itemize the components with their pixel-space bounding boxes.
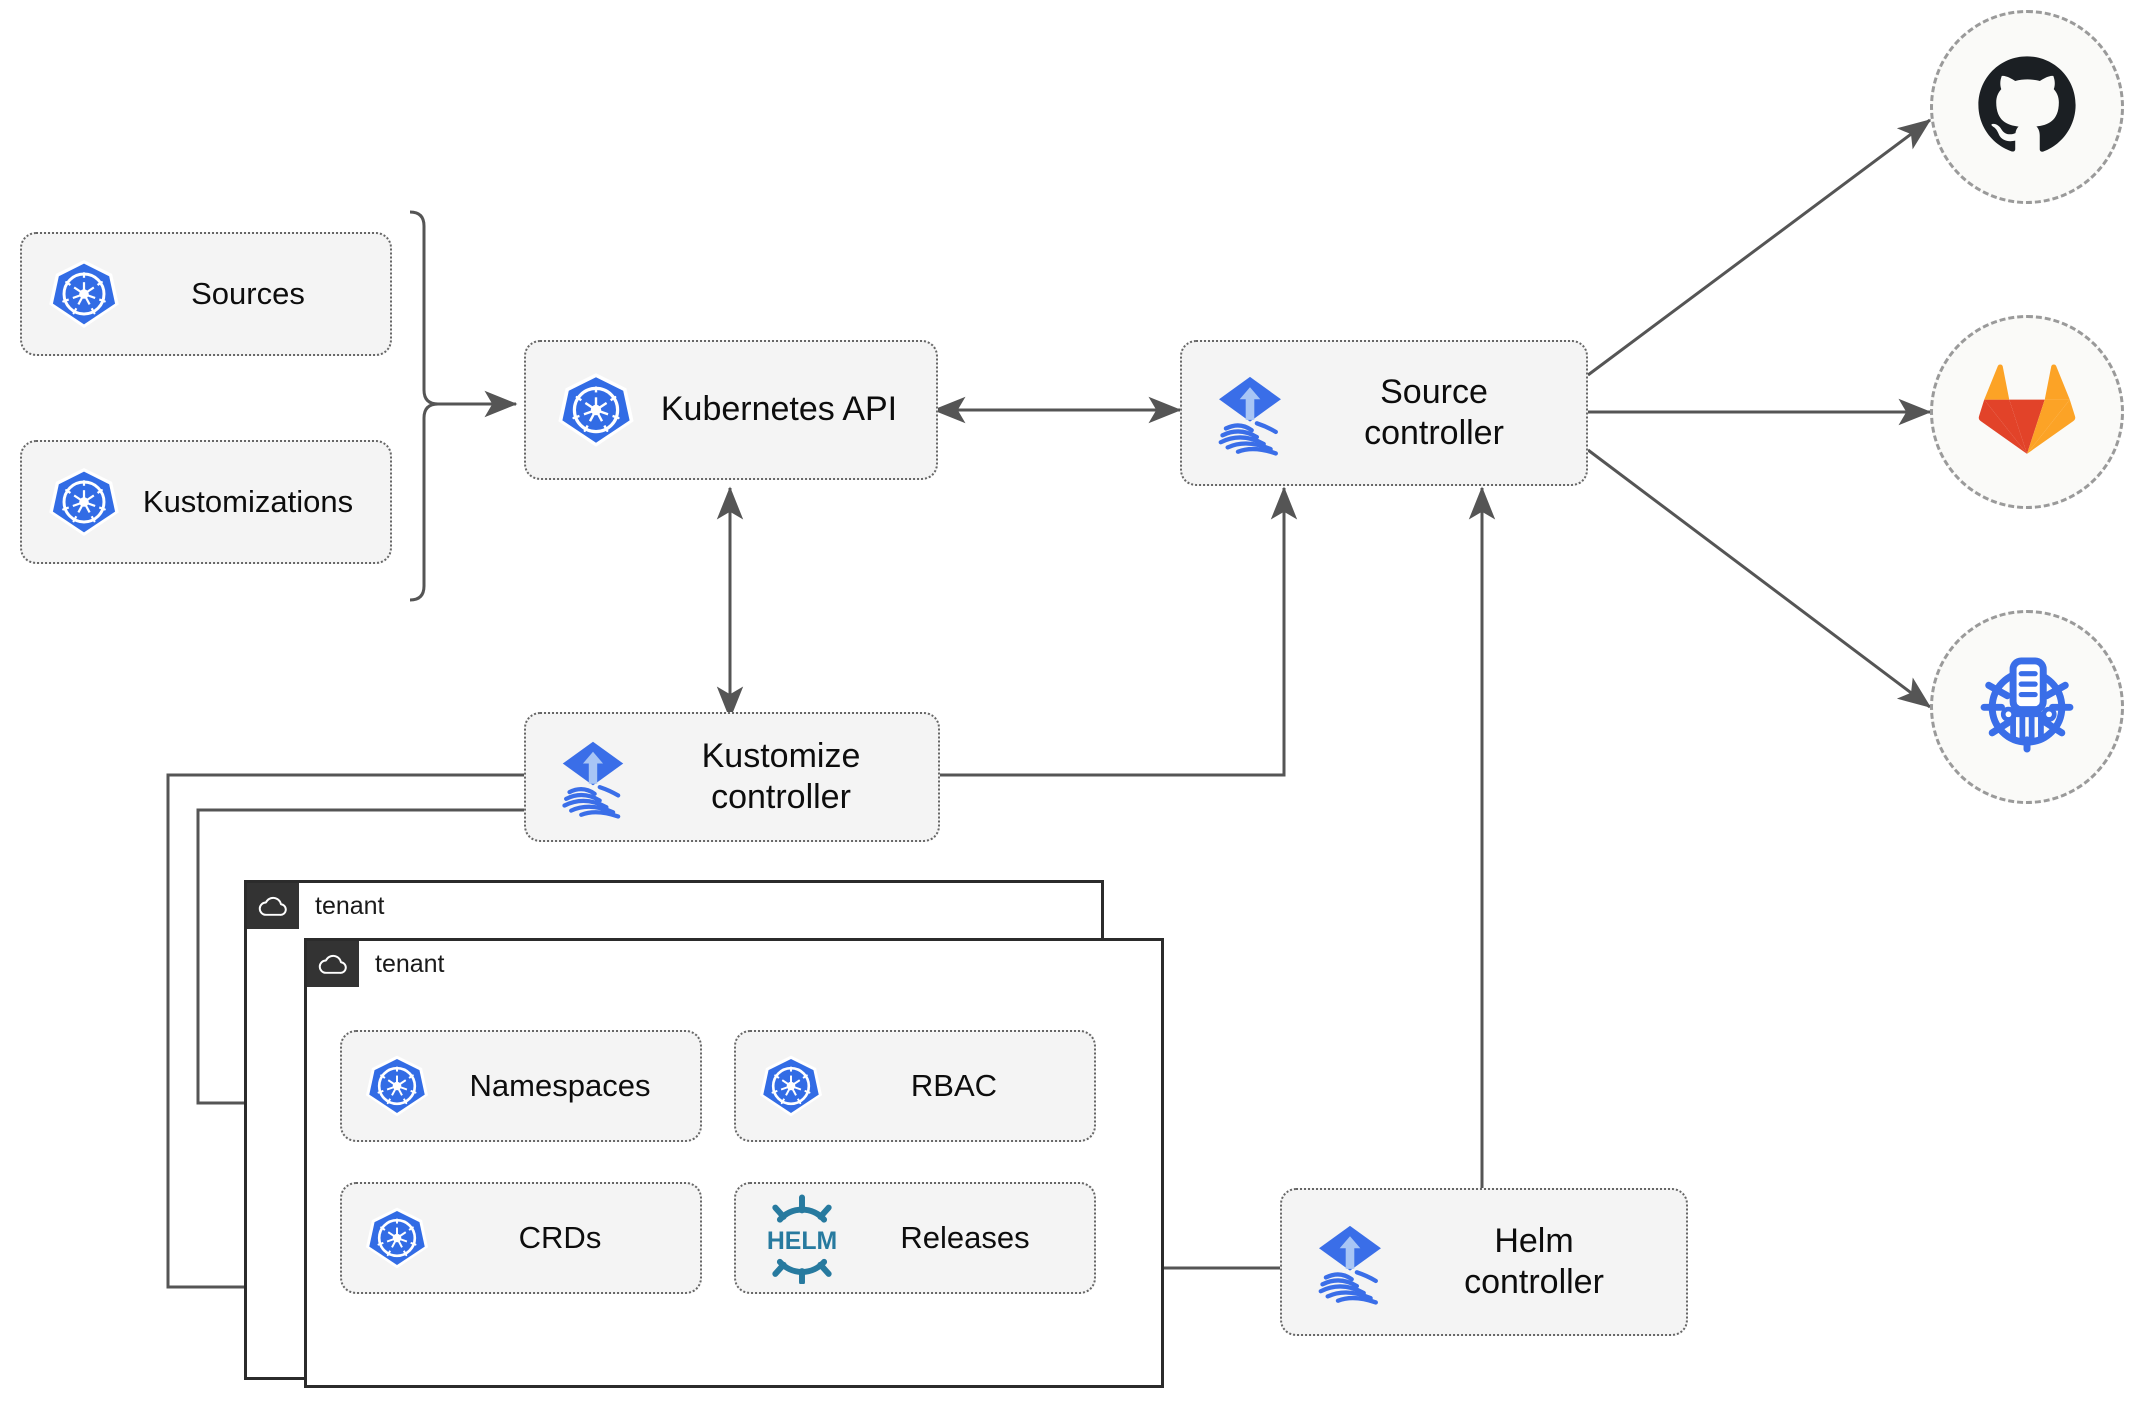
tenant-title-bar: tenant (307, 941, 445, 987)
node-kubernetes-api[interactable]: Kubernetes API (524, 340, 938, 480)
resource-card-sources[interactable]: Sources (20, 232, 392, 356)
svg-text:HELM: HELM (767, 1228, 837, 1255)
github-icon (1973, 51, 2081, 164)
flux-icon (544, 735, 642, 819)
helm-repository-icon (1969, 647, 2085, 768)
tenant-label: tenant (375, 949, 445, 978)
kubernetes-icon (42, 257, 126, 331)
node-kustomize-controller[interactable]: Kustomize controller (524, 712, 940, 842)
node-source-controller[interactable]: Source controller (1180, 340, 1588, 486)
gitlab-icon (1973, 362, 2081, 463)
tenant-resource-label: Releases (900, 1220, 1030, 1256)
kubernetes-icon (358, 1053, 436, 1119)
flux-icon (1200, 370, 1300, 456)
node-label: Kustomize controller (701, 736, 861, 816)
tenant-resource-namespaces[interactable]: Namespaces (340, 1030, 702, 1142)
edge-kustomizecontroller-sourcecontroller (940, 486, 1298, 777)
resource-card-kustomizations[interactable]: Kustomizations (20, 440, 392, 564)
cloud-icon (307, 941, 359, 987)
edge-resources-bracket (409, 210, 439, 602)
tenant-title-bar: tenant (247, 883, 385, 929)
kubernetes-icon (358, 1205, 436, 1271)
resource-label: Sources (191, 276, 305, 312)
edge-sourcecontroller-github (1587, 118, 1932, 377)
tenant-resource-label: RBAC (910, 1068, 998, 1104)
kubernetes-icon (548, 370, 644, 450)
flux-icon (1300, 1219, 1400, 1305)
tenant-resource-releases[interactable]: HELM Releases (734, 1182, 1096, 1294)
kubernetes-icon (42, 465, 126, 539)
cloud-icon (247, 883, 299, 929)
kubernetes-icon (752, 1053, 830, 1119)
tenant-resource-label: CRDs (518, 1220, 602, 1256)
provider-github[interactable] (1930, 10, 2124, 204)
tenant-resource-rbac[interactable]: RBAC (734, 1030, 1096, 1142)
node-label: Source controller (1364, 372, 1504, 452)
node-helm-controller[interactable]: Helm controller (1280, 1188, 1688, 1336)
edge-sourcecontroller-helmrepo (1587, 448, 1932, 709)
helm-icon: HELM (752, 1192, 852, 1284)
tenant-resource-crds[interactable]: CRDs (340, 1182, 702, 1294)
node-label: Helm controller (1464, 1221, 1604, 1301)
tenant-label: tenant (315, 891, 385, 920)
resource-label: Kustomizations (142, 484, 354, 520)
provider-gitlab[interactable] (1930, 315, 2124, 509)
node-label: Kubernetes API (660, 390, 898, 429)
provider-helm-repository[interactable] (1930, 610, 2124, 804)
tenant-frame-inner[interactable]: tenant (304, 938, 1164, 1388)
tenant-resource-label: Namespaces (469, 1068, 651, 1104)
